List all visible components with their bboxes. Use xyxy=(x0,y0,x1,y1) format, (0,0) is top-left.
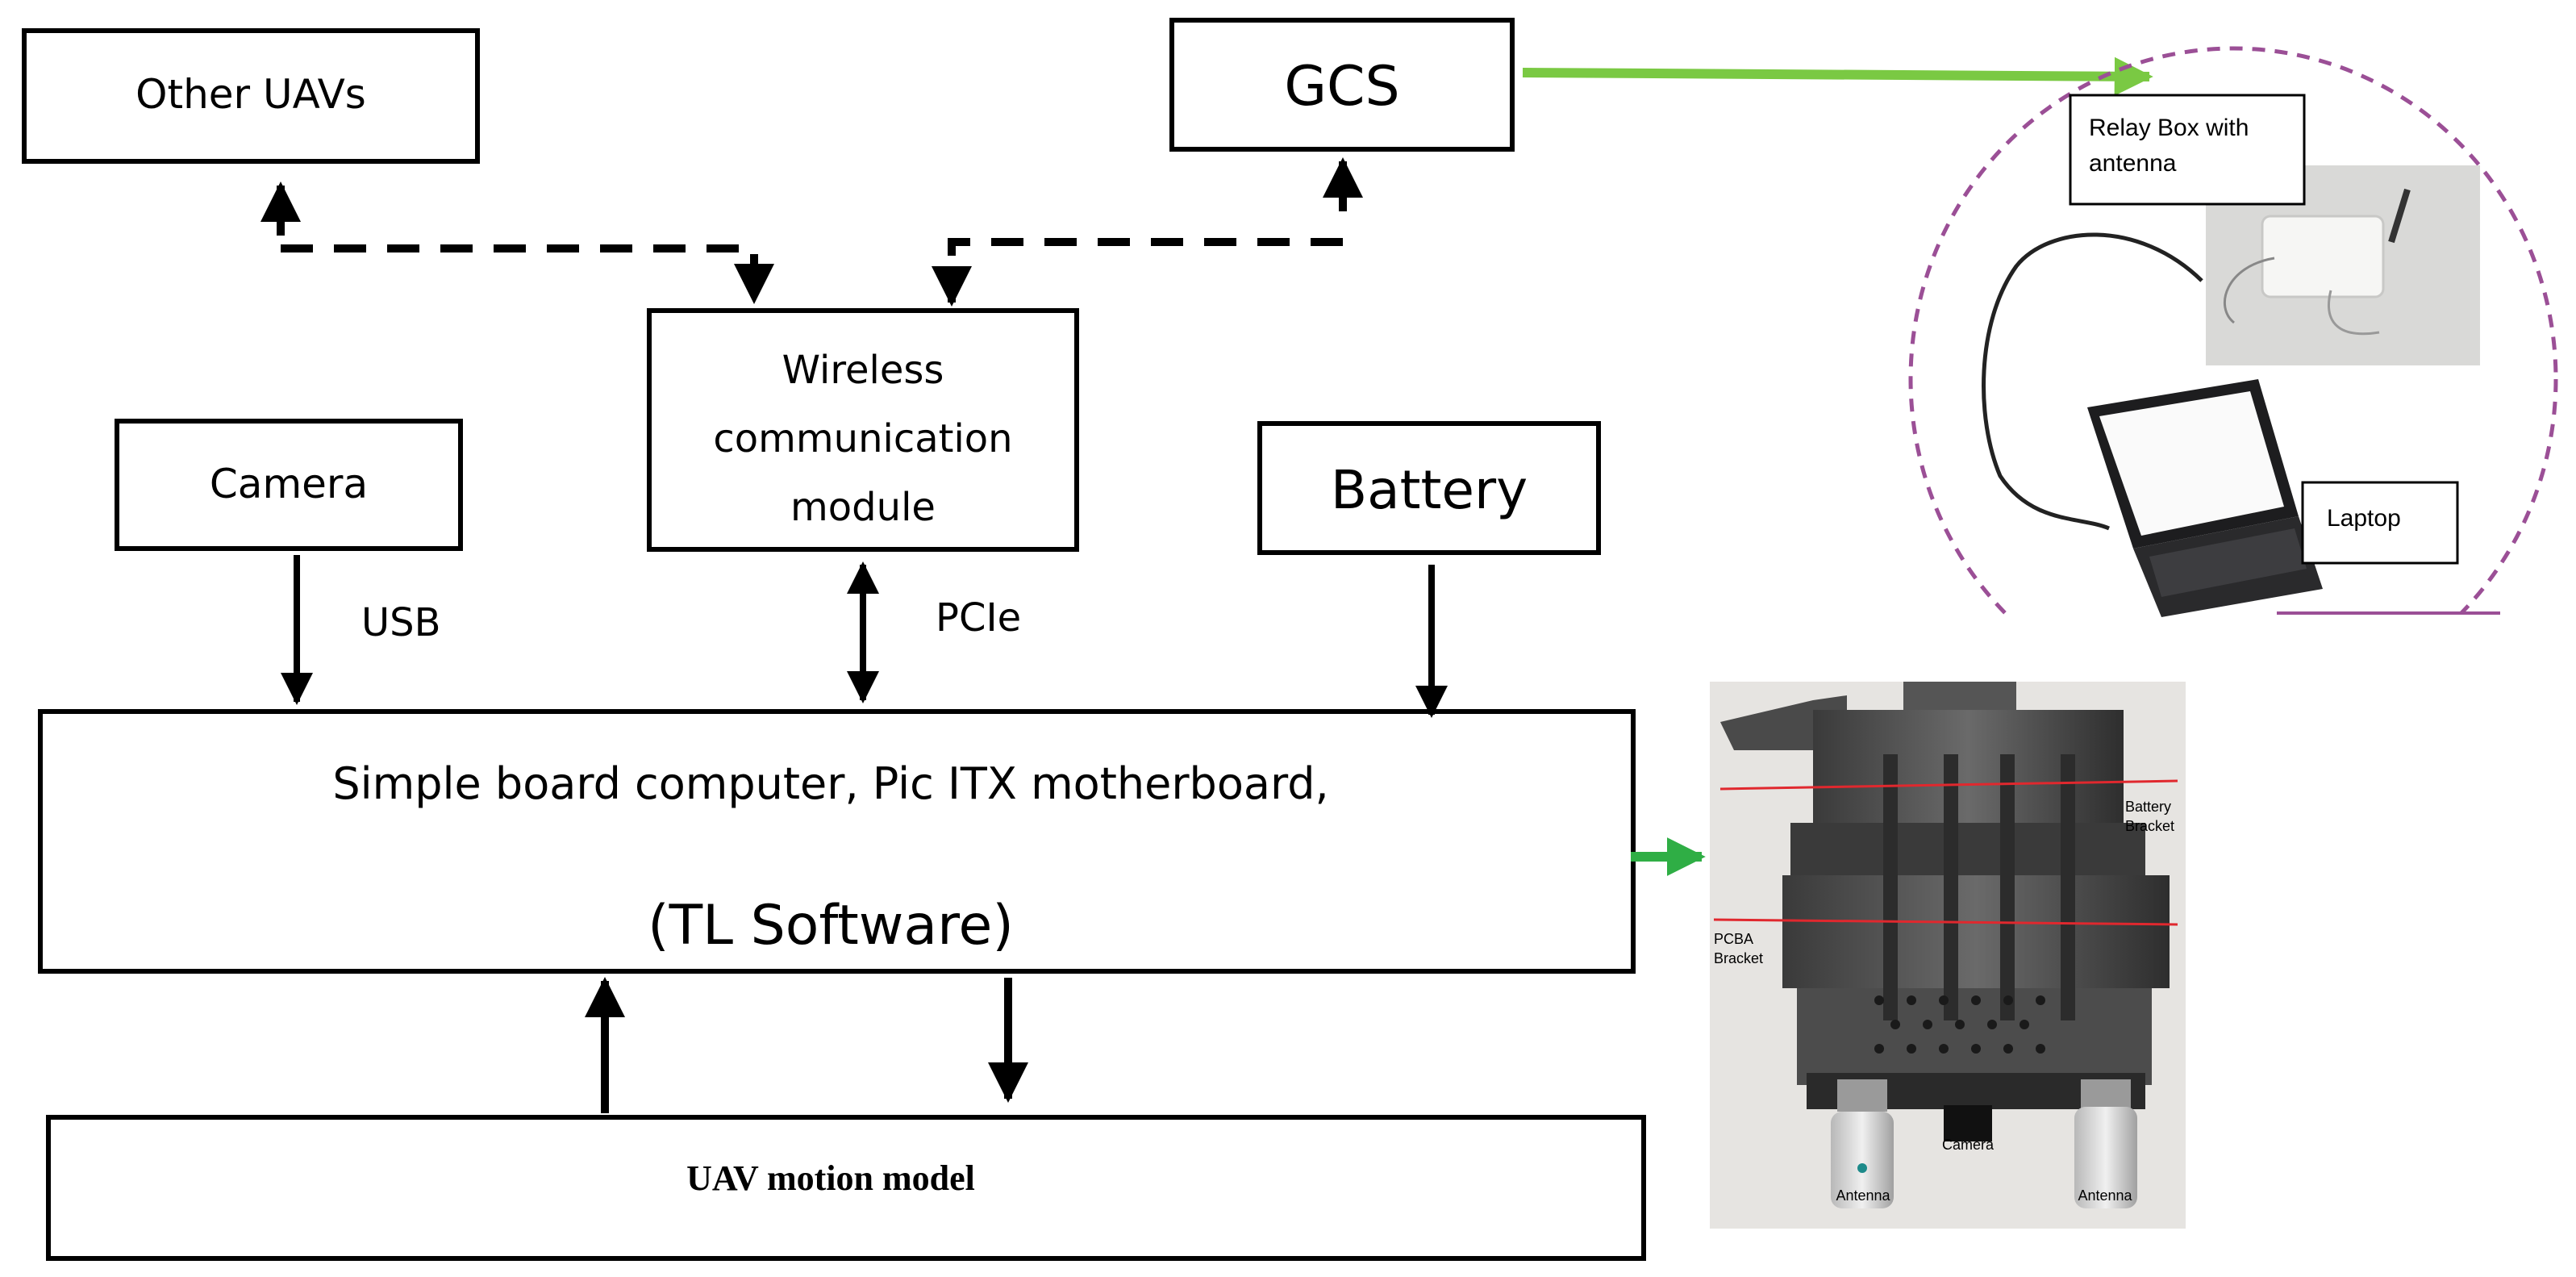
computer-label-line2: (TL Software) xyxy=(648,894,1014,958)
gcs-equipment-photo: Relay Box with antenna Laptop xyxy=(1908,46,2558,617)
uav-motion-model-box: UAV motion model xyxy=(46,1115,1646,1261)
antenna-right-label: Antenna xyxy=(2078,1187,2132,1204)
svg-text:antenna: antenna xyxy=(2089,150,2177,177)
wireless-label-line1: Wireless xyxy=(782,348,944,393)
other-uavs-label: Other UAVs xyxy=(135,71,366,118)
laptop-photo xyxy=(2087,379,2323,617)
svg-text:Laptop: Laptop xyxy=(2327,505,2401,532)
wireless-module-box: Wireless communication module xyxy=(647,308,1079,552)
usb-label: USB xyxy=(361,600,441,645)
battery-bracket-label-2: Bracket xyxy=(2125,818,2174,834)
gcs-photo-circle xyxy=(1908,46,2558,615)
laptop-label: Laptop xyxy=(2301,481,2459,565)
relay-box-label: Relay Box with antenna xyxy=(2069,94,2306,206)
battery-label: Battery xyxy=(1331,459,1528,521)
gcs-label: GCS xyxy=(1284,55,1399,119)
gcs-to-photo-arrow xyxy=(1522,56,2153,96)
dashed-links xyxy=(261,157,1363,307)
battery-box: Battery xyxy=(1257,421,1601,555)
battery-bracket-line xyxy=(1719,779,2178,791)
pcba-bracket-label-1: PCBA xyxy=(1714,931,1753,947)
computer-label-line1: Simple board computer, Pic ITX motherboa… xyxy=(332,758,1328,809)
uav-motion-model-label: UAV motion model xyxy=(686,1158,975,1198)
gcs-box: GCS xyxy=(1169,18,1515,152)
relay-cable xyxy=(1982,232,2203,531)
solid-links xyxy=(281,555,1448,1113)
camera-box: Camera xyxy=(115,419,463,551)
other-uavs-box: Other UAVs xyxy=(22,28,480,164)
camera-label: Camera xyxy=(210,461,368,507)
antenna-left-part xyxy=(1831,1079,1894,1208)
wireless-label-line3: module xyxy=(790,485,936,530)
camera-lens xyxy=(1944,1105,1992,1141)
pcie-label: PCIe xyxy=(936,595,1021,641)
pcba-bracket-line xyxy=(1713,918,2178,926)
battery-bracket-label-1: Battery xyxy=(2125,799,2171,815)
svg-text:Relay Box with: Relay Box with xyxy=(2089,115,2249,141)
antenna-right-part xyxy=(2074,1079,2137,1208)
hardware-photo: Battery Bracket PCBA Bracket Camera Ante… xyxy=(1710,682,2186,1229)
pcba-bracket-label-2: Bracket xyxy=(1714,950,1763,966)
wireless-label-line2: communication xyxy=(713,416,1012,461)
antenna-left-label: Antenna xyxy=(1836,1187,1890,1204)
computer-box: Simple board computer, Pic ITX motherboa… xyxy=(38,709,1636,974)
camera-photo-label: Camera xyxy=(1942,1137,1995,1153)
